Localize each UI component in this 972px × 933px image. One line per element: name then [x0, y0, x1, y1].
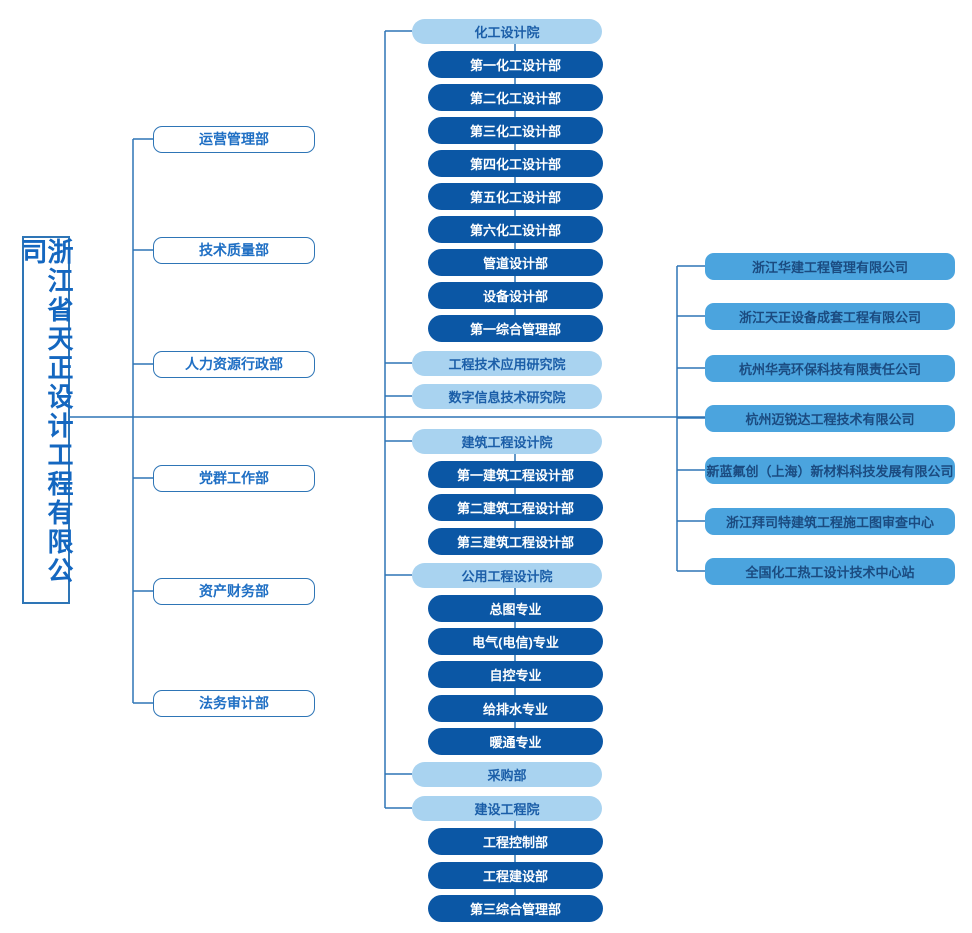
department-node: 管道设计部 [428, 248, 603, 276]
department-node: 第五化工设计部 [428, 182, 603, 210]
department-node: 第二建筑工程设计部 [428, 493, 603, 521]
department-node: 工程建设部 [428, 861, 603, 889]
company-root-node: 浙江省天正设计工程有限公司 [18, 236, 74, 604]
subsidiary-node: 新蓝氟创（上海）新材料科技发展有限公司 [705, 456, 955, 484]
department-node: 第一建筑工程设计部 [428, 460, 603, 488]
department-node: 第三建筑工程设计部 [428, 527, 603, 555]
department-node: 工程控制部 [428, 827, 603, 855]
subsidiary-node: 杭州迈锐达工程技术有限公司 [705, 404, 955, 432]
institute-node: 化工设计院 [412, 18, 602, 44]
department-node: 第二化工设计部 [428, 83, 603, 111]
department-node: 设备设计部 [428, 281, 603, 309]
department-node: 第三化工设计部 [428, 116, 603, 144]
department-node: 总图专业 [428, 594, 603, 622]
institute-node: 工程技术应用研究院 [412, 350, 602, 376]
company-name: 浙江省天正设计工程有限公司 [18, 238, 74, 586]
department-node: 第六化工设计部 [428, 215, 603, 243]
functional-dept-node: 党群工作部 [153, 464, 315, 492]
department-node: 第一化工设计部 [428, 50, 603, 78]
department-node: 给排水专业 [428, 694, 603, 722]
institute-node: 采购部 [412, 761, 602, 787]
functional-dept-node: 资产财务部 [153, 577, 315, 605]
subsidiary-node: 浙江华建工程管理有限公司 [705, 252, 955, 280]
department-node: 自控专业 [428, 660, 603, 688]
institute-node: 公用工程设计院 [412, 562, 602, 588]
subsidiary-node: 杭州华亮环保科技有限责任公司 [705, 354, 955, 382]
department-node: 电气(电信)专业 [428, 627, 603, 655]
subsidiary-node: 浙江拜司特建筑工程施工图审查中心 [705, 507, 955, 535]
institute-node: 建设工程院 [412, 795, 602, 821]
institute-node: 数字信息技术研究院 [412, 383, 602, 409]
institute-node: 建筑工程设计院 [412, 428, 602, 454]
department-node: 第一综合管理部 [428, 314, 603, 342]
functional-dept-node: 运营管理部 [153, 125, 315, 153]
department-node: 第三综合管理部 [428, 894, 603, 922]
functional-dept-node: 技术质量部 [153, 236, 315, 264]
department-node: 暖通专业 [428, 727, 603, 755]
department-node: 第四化工设计部 [428, 149, 603, 177]
subsidiary-node: 浙江天正设备成套工程有限公司 [705, 302, 955, 330]
functional-dept-node: 人力资源行政部 [153, 350, 315, 378]
subsidiary-node: 全国化工热工设计技术中心站 [705, 557, 955, 585]
functional-dept-node: 法务审计部 [153, 689, 315, 717]
